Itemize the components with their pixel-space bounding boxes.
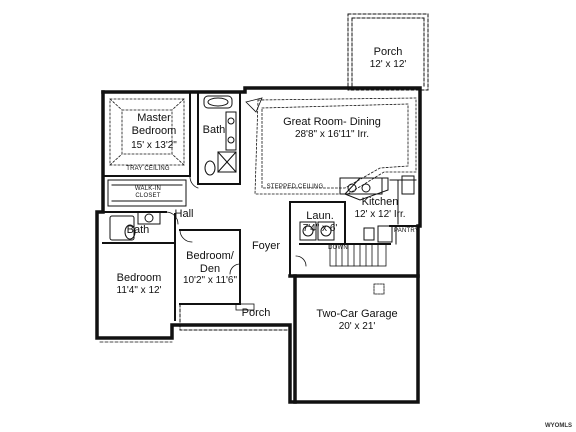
bedroom-den-name-2: Den [199,262,221,275]
master-bedroom-name-2: Bedroom [131,124,177,137]
kitchen-name: Kitchen [361,196,399,208]
porch-top-label: Porch 12' x 12' [350,46,426,70]
great-room-label: Great Room- Dining 28'8" x 16'11" Irr. [262,116,402,140]
great-room-name: Great Room- Dining [283,116,381,128]
porch-top-name: Porch [373,46,403,58]
down-stairs-note: DOWN [328,245,348,251]
listing-watermark: WYOMLS [545,423,572,429]
porch-top-dims: 12' x 12' [369,58,407,70]
master-bedroom-label: Master Bedroom 15' x 13'2" [112,112,196,152]
garage-dims: 20' x 21' [338,320,376,332]
stairs [329,243,387,267]
bedroom-den-label: Bedroom/ Den 10'2" x 11'6" [178,250,242,287]
kitchen-label: Kitchen 12' x 12' Irr. [346,196,414,220]
stepped-ceiling-outline [254,97,417,195]
walk-in-closet-note: WALK-IN CLOSET [128,186,168,200]
front-porch-label: Porch [241,307,271,319]
walk-in-line2: CLOSET [135,192,161,199]
laundry-name: Laun. [306,210,334,222]
bedroom-dims: 11'4" x 12' [116,284,162,296]
bedroom-label: Bedroom 11'4" x 12' [106,272,172,296]
door-swings [165,97,307,311]
great-room-dims: 28'8" x 16'11" Irr. [294,128,370,140]
bedroom-den-dims: 10'2" x 11'6" [182,275,238,287]
pantry-note: PANTRY [394,228,419,234]
master-bath-label: Bath [202,124,226,136]
porch-top-outline [347,13,429,91]
fixtures [107,95,419,245]
hall-label: Hall [174,208,194,220]
master-bedroom-dims: 15' x 13'2" [131,140,177,152]
stepped-ceiling-note: STEPPED CEILING [266,184,324,190]
garage-label: Two-Car Garage 20' x 21' [300,308,414,332]
garage-name: Two-Car Garage [316,308,398,320]
tray-ceiling-note: TRAY CEILING [126,166,170,172]
laundry-label: Laun. 7'4" x 6' [296,210,344,234]
front-porch-outline [179,303,291,331]
tray-ceiling-outline [109,98,185,166]
kitchen-dims: 12' x 12' Irr. [354,208,406,220]
laundry-dims: 7'4" x 6' [302,222,338,234]
foyer-label: Foyer [251,240,281,252]
bath-2-label: Bath [126,224,150,236]
master-bedroom-name-1: Master [137,112,171,124]
bedroom-den-name-1: Bedroom/ [186,250,234,262]
walk-in-line1: WALK-IN [134,186,162,192]
garage-details [298,283,415,403]
bedroom-name: Bedroom [116,272,162,284]
